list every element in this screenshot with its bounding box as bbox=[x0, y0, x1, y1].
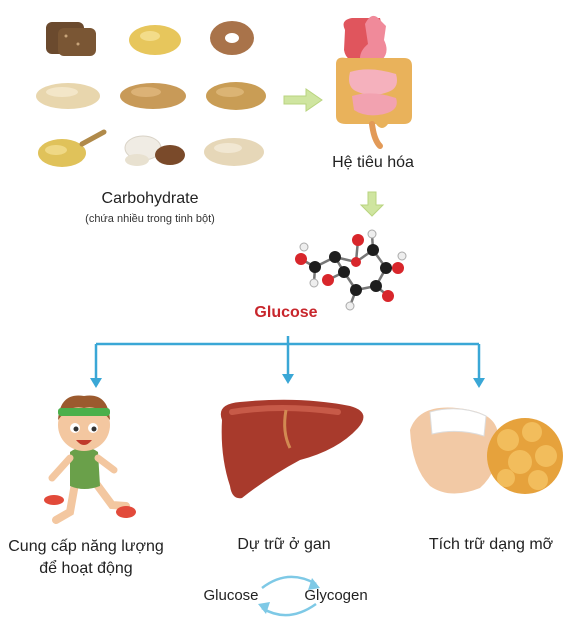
arrow-down-icon bbox=[359, 191, 385, 217]
flour-scoop-icon bbox=[38, 129, 107, 167]
carbohydrate-sublabel: (chứa nhiều trong tinh bột) bbox=[85, 213, 215, 225]
arrow-down-center-icon bbox=[282, 374, 294, 384]
running-boy-icon bbox=[44, 395, 136, 524]
outcome-energy-line1: Cung cấp năng lượng bbox=[8, 538, 164, 555]
fat-storage-icon bbox=[410, 407, 563, 494]
cycle-glycogen-label: Glycogen bbox=[304, 587, 368, 604]
cycle-arrow-head-top bbox=[308, 578, 320, 590]
rice-icon bbox=[204, 138, 264, 166]
arrow-down-left-icon bbox=[90, 378, 102, 388]
pasta-icon bbox=[206, 82, 266, 110]
cycle-arrow-head-bottom bbox=[258, 602, 270, 614]
outcome-energy-label: Cung cấp năng lượng để hoạt động bbox=[0, 536, 172, 580]
oats-icon bbox=[36, 83, 100, 109]
distribution-arrows bbox=[94, 336, 481, 382]
digestive-system-label: Hệ tiêu hóa bbox=[332, 154, 414, 171]
carbohydrate-label: Carbohydrate bbox=[101, 190, 199, 207]
bagel-icon bbox=[210, 21, 254, 55]
potato-icon bbox=[129, 25, 181, 55]
arrow-right-icon bbox=[283, 88, 323, 112]
liver-icon bbox=[220, 399, 364, 499]
bread-icon bbox=[46, 22, 96, 56]
cycle-glucose-label: Glucose bbox=[203, 587, 259, 604]
outcome-energy-line2: để hoạt động bbox=[39, 560, 133, 577]
seeds-bowl-icon bbox=[124, 135, 185, 166]
outcome-fat-label: Tích trữ dạng mỡ bbox=[428, 536, 554, 553]
outcome-liver-label: Dự trữ ở gan bbox=[237, 536, 331, 553]
glucose-label: Glucose bbox=[254, 304, 318, 321]
digestive-system-icon bbox=[336, 15, 412, 149]
arrow-down-right-icon bbox=[473, 378, 485, 388]
cereal-flakes-icon bbox=[120, 83, 186, 109]
glucose-molecule-icon bbox=[295, 229, 407, 311]
